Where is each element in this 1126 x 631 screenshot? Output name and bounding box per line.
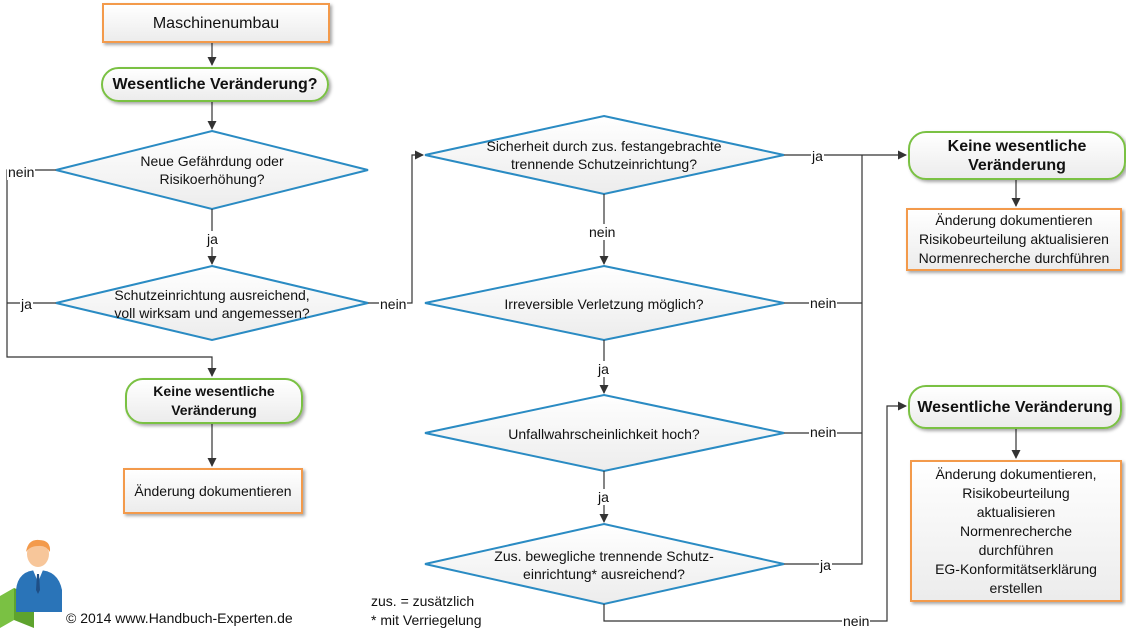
label-probability-no: nein [809,424,838,440]
label-irreversible-no: nein [809,295,838,311]
legend-note: * mit Verriegelung [371,612,482,628]
right-significant-change-node: Wesentliche Veränderung [908,385,1122,429]
legend-abbreviation: zus. = zusätzlich [371,593,475,609]
edge-movable-no [603,401,907,622]
label-protection-no: nein [379,296,408,312]
right-no-significant-actions-node: Änderung dokumentieren Risikobeurteilung… [906,208,1122,271]
main-question-node: Wesentliche Veränderung? [101,67,329,102]
label-probability-yes: ja [597,489,610,505]
diamond-protection [55,264,369,342]
label-movable-yes: ja [819,557,832,573]
label-hazard-yes: ja [206,231,219,247]
edge-movable-yes [784,155,863,565]
label-hazard-no: nein [7,164,36,180]
probability-decision-text: Unfallwahrscheinlichkeit hoch? [508,426,700,442]
decision-shapes [55,114,785,606]
label-fixed-yes: ja [811,148,824,164]
expert-person-icon [0,539,62,628]
irreversible-decision-text: Irreversible Verletzung möglich? [504,296,704,312]
fixed-guard-decision-text: Sicherheit durch zus. festangebrachte tr… [486,138,722,172]
label-movable-no: nein [842,613,871,629]
left-no-significant-change-node: Keine wesentliche Veränderung [125,378,303,424]
right-significant-actions-node: Änderung dokumentieren, Risikobeurteilun… [910,460,1122,602]
label-irreversible-yes: ja [597,361,610,377]
label-protection-yes: ja [20,296,33,312]
connectors [6,43,1021,622]
right-no-significant-change-node: Keine wesentliche Veränderung [908,131,1126,180]
start-node: Maschinenumbau [102,3,330,43]
hazard-decision-text: Neue Gefährdung oder Risikoerhöhung? [140,153,284,187]
edge-protection-no [368,150,424,304]
movable-guard-decision-text: Zus. bewegliche trennende Schutz- einric… [494,548,714,582]
left-document-change-node: Änderung dokumentieren [123,468,303,514]
copyright-text: © 2014 www.Handbuch-Experten.de [66,610,293,626]
label-fixed-no: nein [588,224,617,240]
protection-decision-text: Schutzeinrichtung ausreichend, voll wirk… [114,287,310,321]
